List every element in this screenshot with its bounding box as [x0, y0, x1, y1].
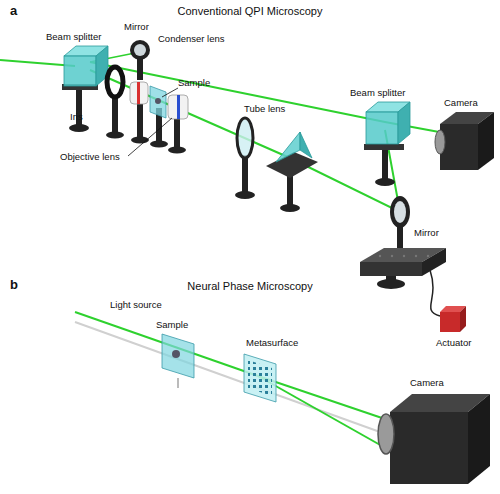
mirror — [134, 44, 146, 56]
panel-title: Neural Phase Microscopy — [187, 280, 312, 292]
part-name: Light source — [110, 300, 162, 310]
prism — [276, 132, 300, 162]
camera-body — [468, 394, 490, 484]
metasurface-pattern — [248, 360, 272, 396]
leader-line — [162, 88, 178, 97]
actuator-cable — [430, 270, 440, 316]
post-base — [280, 204, 300, 212]
panel-letter: a — [10, 4, 17, 18]
prism — [300, 132, 312, 158]
camera-body — [390, 412, 468, 484]
post — [137, 58, 143, 80]
part-name: Beam splitter — [350, 88, 405, 98]
beam-splitter-cube — [64, 56, 96, 86]
part-name: Sample — [178, 78, 210, 88]
post — [386, 276, 396, 284]
objective-ring — [177, 95, 180, 119]
post-base — [235, 191, 255, 199]
part-name: Condenser lens — [158, 34, 225, 44]
post — [382, 148, 388, 182]
part-name: Metasurface — [246, 338, 298, 348]
post-base — [150, 141, 168, 148]
part-name: Tube lens — [244, 104, 285, 114]
camera-lens — [378, 414, 394, 454]
part-name: Iris — [70, 112, 83, 122]
camera-body — [440, 124, 478, 170]
mirror-mount — [130, 40, 150, 60]
beam-splitter-cube — [366, 112, 398, 144]
post — [112, 95, 118, 135]
metasurface — [244, 354, 276, 402]
panel-title: Conventional QPI Microscopy — [178, 5, 323, 17]
mirror — [394, 201, 406, 223]
actuator — [440, 312, 460, 332]
part-name: Camera — [410, 378, 444, 388]
post — [242, 155, 248, 195]
part-name: Beam splitter — [46, 32, 101, 42]
post-base — [375, 178, 395, 186]
tube-lens — [237, 118, 253, 158]
condenser-lens — [130, 82, 148, 104]
post-base — [168, 147, 186, 154]
post-base — [69, 124, 89, 132]
panel-letter: b — [10, 278, 18, 292]
sample-specimen — [172, 350, 180, 358]
light-beam — [258, 376, 382, 446]
beam-splitter-cube — [398, 102, 410, 144]
part-name: Mirror — [414, 228, 439, 238]
camera-body — [478, 112, 494, 170]
part-name: Sample — [156, 320, 188, 330]
post-base — [106, 132, 124, 139]
sample-specimen — [155, 98, 161, 104]
part-name: Camera — [444, 98, 478, 108]
condenser-ring — [137, 82, 140, 104]
post — [137, 100, 143, 140]
objective-lens — [168, 95, 188, 119]
sample-slide — [162, 334, 194, 378]
beam-shadow — [75, 322, 380, 432]
camera-lens — [435, 130, 445, 154]
post — [174, 116, 180, 150]
actuator — [460, 306, 466, 332]
sample-slide — [150, 86, 166, 118]
iris — [107, 67, 123, 97]
mirror-mount — [390, 196, 410, 228]
part-name: Mirror — [124, 22, 149, 32]
part-name: Objective lens — [60, 152, 120, 162]
translation-stage — [360, 262, 422, 276]
sample-stand — [177, 378, 179, 388]
stage-holes — [379, 255, 429, 257]
part-name: Actuator — [436, 338, 471, 348]
platform — [364, 144, 404, 150]
translation-stage — [422, 248, 446, 276]
leader-line — [128, 118, 172, 156]
